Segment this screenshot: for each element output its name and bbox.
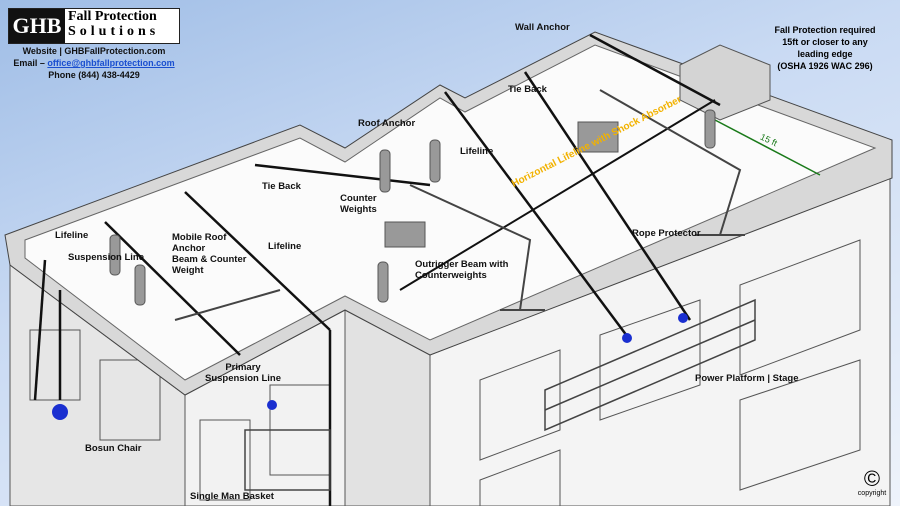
- copyright-mark: © copyright: [852, 466, 892, 498]
- contact-info: Website | GHBFallProtection.com Email – …: [0, 45, 188, 81]
- logo-line1: Fall Protection: [68, 9, 157, 24]
- label-lifeline-center: Lifeline: [268, 241, 302, 252]
- single-man-basket: [244, 429, 331, 491]
- note-line: Fall Protection required: [774, 25, 876, 35]
- osha-note: Fall Protection required 15ft or closer …: [760, 24, 890, 72]
- label-single-man-basket: Single Man Basket: [190, 491, 274, 502]
- email-label: Email –: [13, 58, 48, 68]
- label-tie-back-left: Tie Back: [262, 181, 301, 192]
- label-power-platform: Power Platform | Stage: [695, 373, 799, 384]
- label-lifeline-left: Lifeline: [55, 230, 89, 241]
- email-link[interactable]: office@ghbfallprotection.com: [47, 58, 175, 68]
- label-rope-protector: Rope Protector: [632, 228, 701, 239]
- logo-ghb: GHB: [9, 9, 65, 43]
- penthouse: [679, 44, 771, 121]
- label-wall-anchor: Wall Anchor: [515, 22, 570, 33]
- note-line: leading edge: [797, 49, 853, 59]
- phone-text: Phone (844) 438-4429: [48, 70, 140, 80]
- note-line: 15ft or closer to any: [782, 37, 868, 47]
- horizontal-lifeline: [399, 99, 716, 291]
- power-platform: [544, 298, 756, 432]
- note-line: (OSHA 1926 WAC 296): [777, 61, 873, 71]
- distance-line: [714, 119, 821, 176]
- logo-line2: Solutions: [68, 24, 160, 39]
- label-suspension-line: Suspension Line: [68, 252, 145, 263]
- label-tie-back-top: Tie Back: [508, 84, 547, 95]
- copyright-text: copyright: [857, 490, 887, 497]
- copyright-icon: ©: [863, 466, 881, 491]
- label-bosun-chair: Bosun Chair: [85, 443, 142, 454]
- label-roof-anchor: Roof Anchor: [358, 118, 416, 129]
- label-lifeline-mid: Lifeline: [460, 146, 494, 157]
- lifelines: [33, 33, 721, 506]
- website-text: Website | GHBFallProtection.com: [22, 46, 166, 56]
